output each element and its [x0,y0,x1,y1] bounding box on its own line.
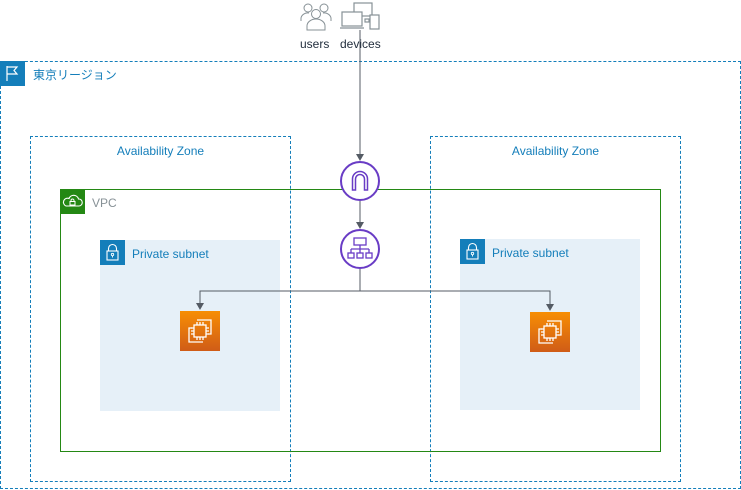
users-label: users [300,37,330,51]
load-balancer-icon[interactable] [340,229,380,269]
arrowhead [546,304,554,311]
users-icon [300,2,332,32]
lock-icon [460,239,485,264]
edge-elb-to-ec2-right [360,290,551,304]
availability-zone-right: Availability Zone [430,136,681,482]
region-label: 東京リージョン [33,68,117,82]
private-subnet-label: Private subnet [132,247,209,261]
availability-zone-label: Availability Zone [116,144,205,158]
ec2-instance-icon[interactable] [530,312,570,352]
devices-label: devices [340,37,381,51]
cloud-lock-icon [60,189,85,214]
arrowhead [356,222,364,229]
internet-gateway-icon[interactable] [340,161,380,201]
availability-zone-left: Availability Zone [30,136,291,482]
arrowhead [196,303,204,310]
private-subnet-label: Private subnet [492,246,569,260]
devices-icon [340,2,382,32]
vpc-label: VPC [92,196,117,210]
ec2-instance-icon[interactable] [180,311,220,351]
lock-icon [100,240,125,265]
arrowhead [356,154,364,161]
flag-icon [0,61,25,86]
edge-elb-to-ec2-left [199,269,361,303]
availability-zone-label: Availability Zone [511,144,600,158]
